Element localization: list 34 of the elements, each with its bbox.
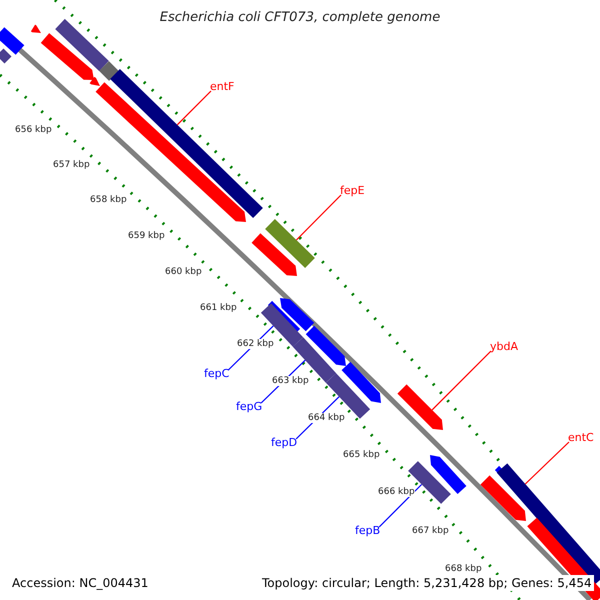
scale-label: 658 kbp [90,195,127,205]
footer-text: Topology: circular; Length: 5,231,428 bp; Genes: 5,454 [260,575,594,591]
gene-label: fepD [271,436,298,449]
gene-feature [40,33,94,80]
scale-label: 656 kbp [15,125,52,135]
scale-label: 666 kbp [378,487,415,497]
gene-label: ybdA [490,340,518,353]
scale-label: 657 kbp [53,160,90,170]
gene-label: fepC [204,367,230,380]
gene-label: fepB [355,524,380,537]
gene-feature [110,69,263,218]
scale-label: 661 kbp [200,303,237,313]
gene-label: entF [210,80,234,93]
scale-label: 667 kbp [412,526,449,536]
gene-feature [265,219,315,268]
gene-feature [292,337,336,383]
scale-label: 668 kbp [445,564,482,574]
gene-feature [397,384,443,430]
gene-label: fepG [236,400,262,413]
gene-label: fepE [340,184,365,197]
title: Escherichia coli CFT073, complete genome [158,10,442,25]
gene-label: entC [568,431,594,444]
scale-label: 664 kbp [308,413,345,423]
leader-line [296,194,342,240]
leader-line [176,90,212,126]
scale-label: 665 kbp [343,450,380,460]
leader-line [524,442,570,484]
scale-label: 660 kbp [165,267,202,277]
leader-line [432,350,492,410]
footer-text: Accession: NC_004431 [10,575,150,591]
leader-line [378,484,422,528]
scale-label: 662 kbp [237,339,274,349]
scale-label: 663 kbp [272,376,309,386]
scale-label: 659 kbp [128,231,165,241]
